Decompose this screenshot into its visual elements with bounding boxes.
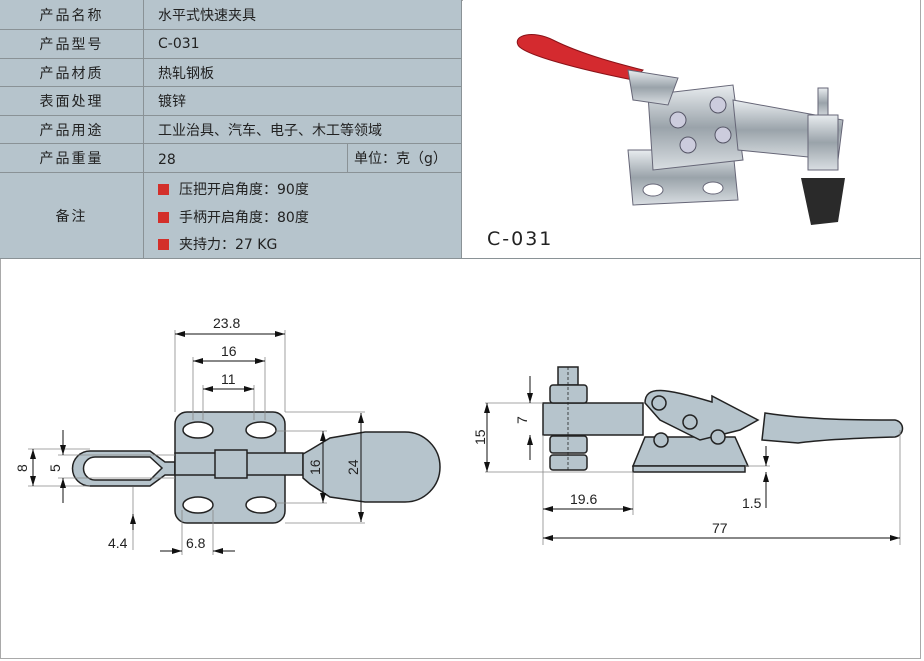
label: 备注 [0, 173, 144, 258]
side-dimensions [484, 376, 901, 545]
note-text: 夹持力：27 KG [179, 237, 278, 253]
product-photo: C-031 [463, 0, 920, 258]
value: 28 [158, 152, 176, 168]
side-view [542, 366, 904, 473]
row-model: 产品型号 C-031 [0, 30, 461, 59]
note-text: 压把开启角度：90度 [179, 182, 309, 198]
row-name: 产品名称水平式快速夹具 [0, 0, 461, 30]
dim-height: 15 [472, 429, 488, 445]
plan-view [71, 411, 441, 524]
dim-width: 23.8 [213, 315, 240, 331]
label: 产品材质 [0, 59, 144, 86]
label: 产品用途 [0, 116, 144, 143]
value: C-031 [158, 36, 200, 52]
note-item: 手柄开启角度：80度 [158, 207, 309, 227]
dim-loop-inner: 5 [47, 464, 63, 472]
dim-plate-height: 24 [345, 459, 361, 475]
note-item: 压把开启角度：90度 [158, 179, 309, 199]
value: 工业治具、汽车、电子、木工等领域 [158, 122, 382, 139]
spec-table: 产品名称水平式快速夹具 产品型号 C-031 产品材质热轧钢板 表面处理镀锌 产品… [0, 0, 462, 258]
dim-holes-outer: 16 [221, 343, 237, 359]
label: 产品重量 [0, 144, 144, 172]
dim-arm: 7 [514, 416, 530, 424]
value: 镀锌 [158, 94, 186, 110]
dim-base-offset: 19.6 [570, 491, 597, 507]
dim-base-thickness: 1.5 [742, 495, 762, 511]
note-item: 夹持力：27 KG [158, 234, 277, 254]
value: 水平式快速夹具 [158, 7, 256, 24]
divider [0, 258, 921, 259]
dim-holes-inner: 11 [221, 371, 236, 387]
dim-hole-width: 6.8 [186, 535, 206, 551]
row-material: 产品材质热轧钢板 [0, 59, 461, 87]
row-usage: 产品用途工业治具、汽车、电子、木工等领域 [0, 116, 461, 144]
unit: 单位：克（g） [347, 144, 461, 172]
plan-dimensions [28, 330, 365, 555]
row-surface: 表面处理镀锌 [0, 87, 461, 116]
value: 热轧钢板 [158, 65, 214, 82]
row-weight: 产品重量 28 单位：克（g） [0, 144, 461, 173]
bullet-icon [158, 238, 169, 250]
bullet-icon [158, 183, 169, 195]
label: 产品型号 [0, 30, 144, 58]
model-label: C-031 [487, 228, 554, 250]
dim-length: 77 [712, 520, 728, 536]
row-notes: 备注 压把开启角度：90度 手柄开启角度：80度 夹持力：27 KG [0, 173, 461, 258]
label: 产品名称 [0, 0, 144, 29]
note-text: 手柄开启角度：80度 [179, 210, 309, 226]
dim-offset: 4.4 [108, 535, 128, 551]
clamp-photo-image [516, 34, 845, 225]
dim-loop-outer: 8 [14, 464, 30, 472]
dim-hole-vertical: 16 [307, 459, 323, 475]
bullet-icon [158, 211, 169, 223]
label: 表面处理 [0, 87, 144, 115]
